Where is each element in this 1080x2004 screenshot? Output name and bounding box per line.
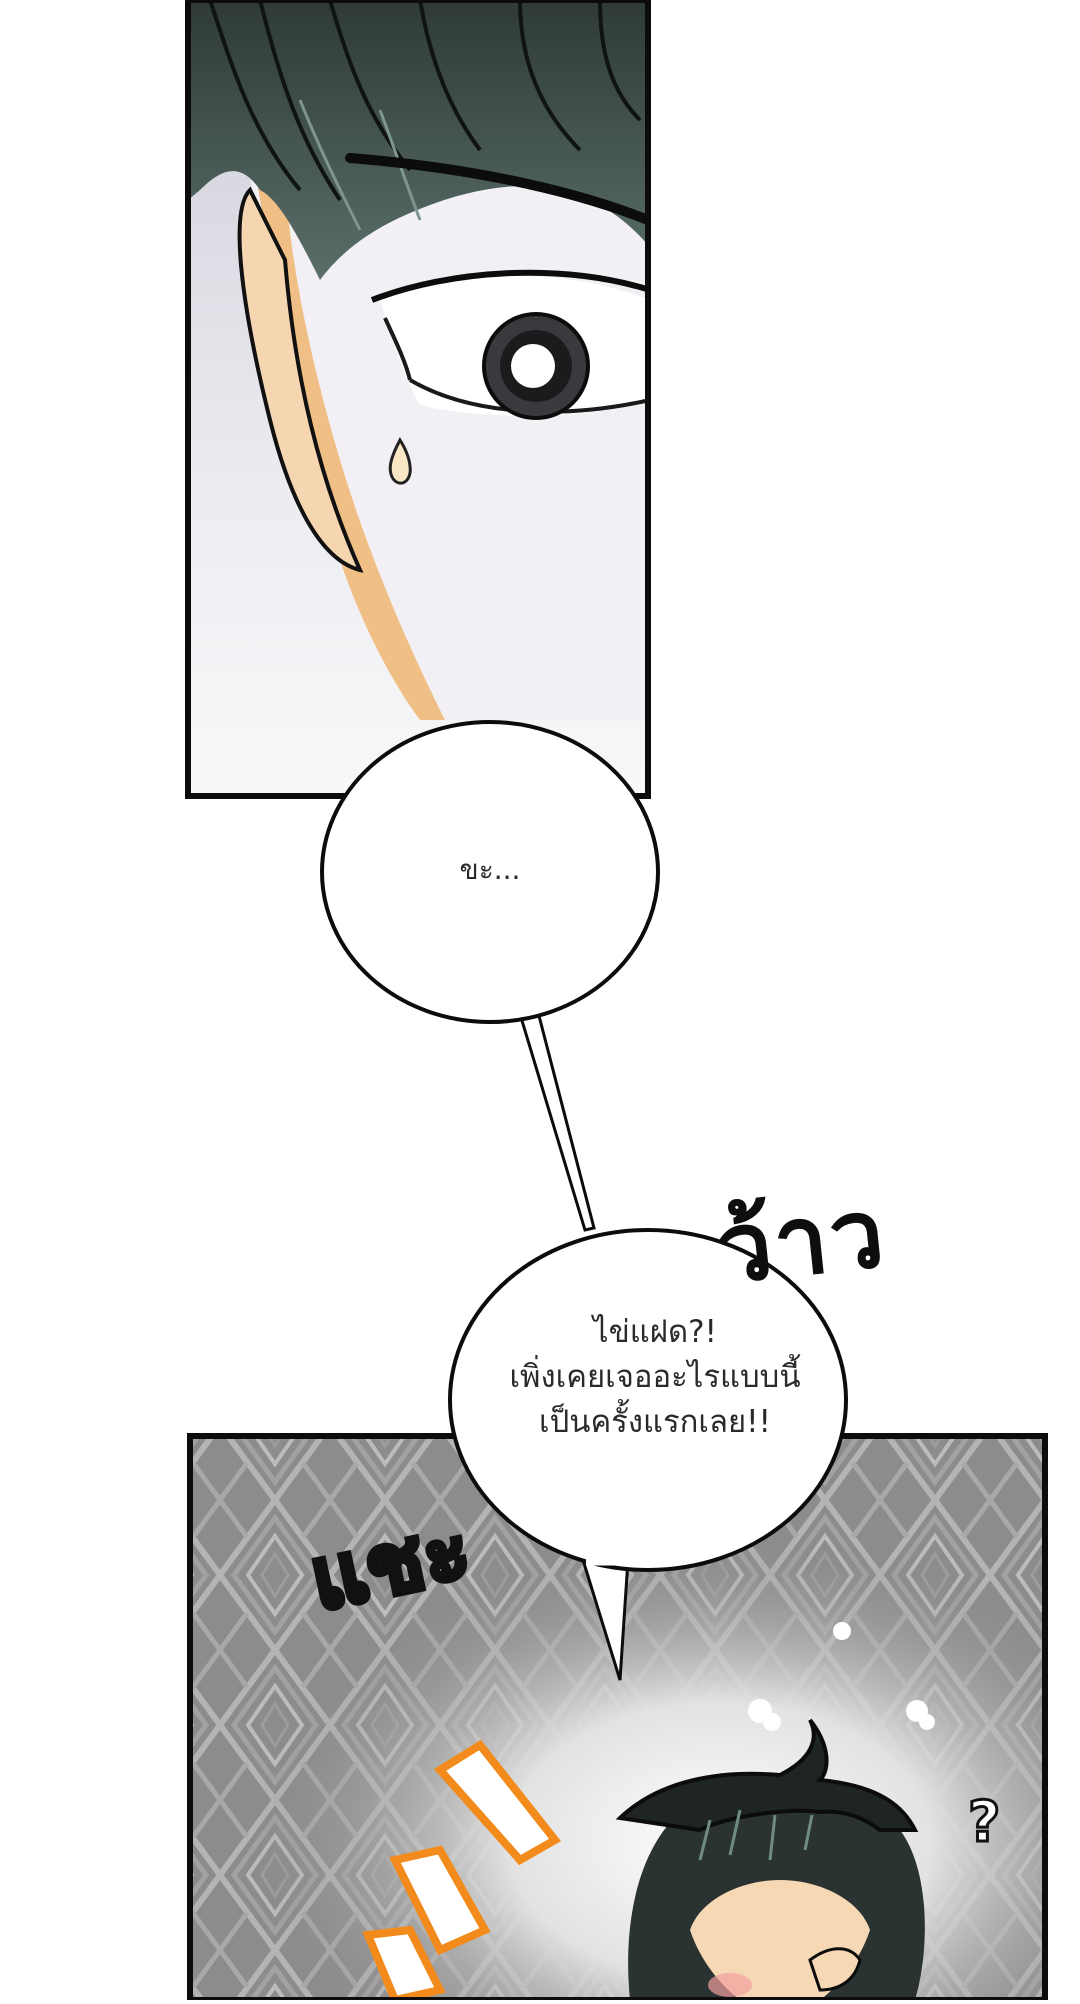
speech-bubble-1 (320, 720, 660, 1232)
bubble-2-line-2: เพิ่งเคยเจออะไรแบบนี้ (509, 1359, 801, 1395)
sfx-waow: ว้าว (712, 1176, 892, 1306)
bubble-2-text: ไข่แฝด?! เพิ่งเคยเจออะไรแบบนี้ เป็นครั้ง… (455, 1310, 855, 1445)
bubble-2-line-3: เป็นครั้งแรกเลย!! (538, 1404, 771, 1440)
bubble-2-line-1: ไข่แฝด?! (593, 1314, 717, 1350)
bubble-1-text: ขะ... (459, 853, 521, 886)
speech-bubble-2 (448, 1228, 848, 1681)
sfx-question-mark: ? (966, 1789, 1002, 1857)
panel-eye-closeup (185, 0, 651, 799)
